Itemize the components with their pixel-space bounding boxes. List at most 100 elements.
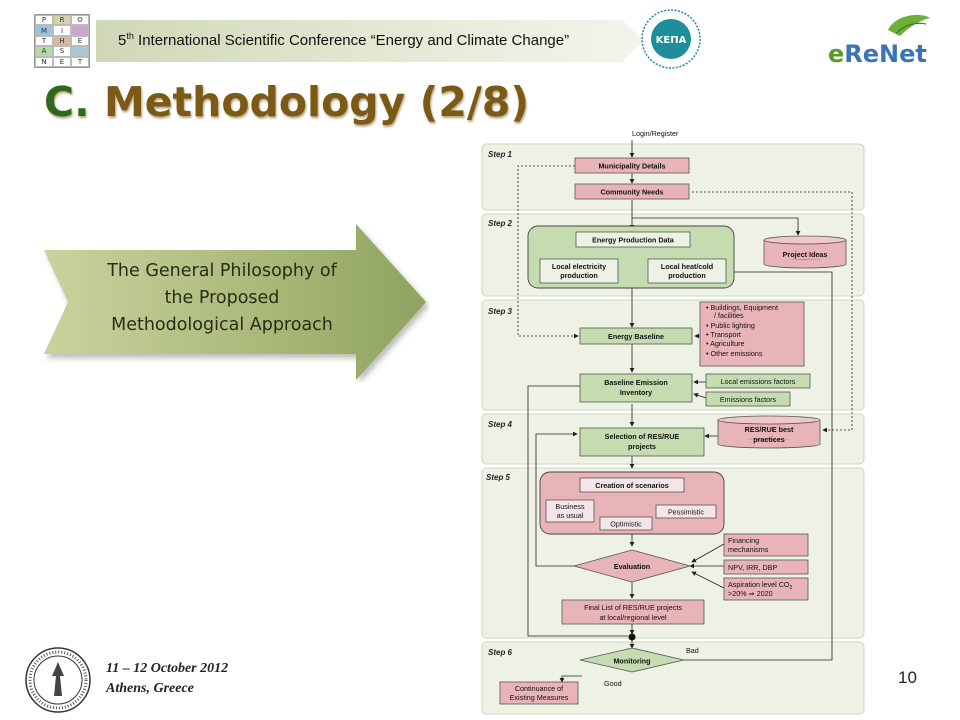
logo-cell: T <box>35 35 53 47</box>
municipality-details-box <box>574 157 690 174</box>
evaluation-label: Evaluation <box>614 562 650 571</box>
bullet-2: • Public lighting <box>706 321 755 330</box>
financing-box <box>723 533 809 557</box>
logo-cell: E <box>53 56 71 67</box>
community-needs-label: Community Needs <box>600 188 663 197</box>
continuance-label-1: Continuance of <box>515 684 563 693</box>
logo-cell: S <box>53 46 71 57</box>
aspiration-label-2: >20% ⇒ 2020 <box>728 589 773 598</box>
local-emissions-factors-label: Local emissions factors <box>721 377 796 386</box>
local-electricity-label-2: production <box>560 271 598 280</box>
bullet-5: • Other emissions <box>706 349 763 358</box>
logo-cell: A <box>35 46 53 57</box>
step1-panel <box>481 143 865 211</box>
local-heat-label-2: production <box>668 271 706 280</box>
logo-cell: I <box>53 25 71 36</box>
step5-label: Step 5 <box>486 473 511 482</box>
step4-label: Step 4 <box>488 420 513 429</box>
final-list-label-2: at local/regional level <box>599 613 667 622</box>
best-practices-label-1: RES/RUE best <box>745 425 794 434</box>
monitoring-diamond <box>579 647 685 673</box>
good-label: Good <box>604 679 622 688</box>
logo-cell: R <box>53 15 71 26</box>
continuance-label-2: Existing Measures <box>510 693 569 702</box>
methodology-flowchart: Login/Register Step 1 Step 2 Step 3 Step… <box>481 129 865 715</box>
local-electricity-box <box>539 258 619 284</box>
emissions-factors-box <box>705 391 791 407</box>
selection-label-1: Selection of RES/RUE <box>605 432 680 441</box>
logo-cell <box>71 46 89 57</box>
erenet-logo: eReNet <box>828 14 930 68</box>
final-list-label-1: Final List of RES/RUE projects <box>584 603 682 612</box>
slide-title: C. Methodology (2/8) <box>44 78 530 126</box>
financing-label-2: mechanisms <box>728 545 769 554</box>
philosophy-text: The General Philosophy of the Proposed M… <box>107 261 337 335</box>
bullet-3: • Transport <box>706 330 741 339</box>
logo-cell: P <box>35 15 53 26</box>
creation-scenarios-box <box>579 477 685 493</box>
continuance-box <box>499 681 579 705</box>
best-practices-label-2: practices <box>753 435 785 444</box>
bullet-1: • Buildings, Equipment <box>706 303 778 312</box>
login-register-label: Login/Register <box>632 129 679 138</box>
creation-scenarios-label: Creation of scenarios <box>595 481 669 490</box>
municipality-details-label: Municipality Details <box>598 162 665 171</box>
local-electricity-label-1: Local electricity <box>552 262 606 271</box>
step6-label: Step 6 <box>488 648 513 657</box>
community-needs-box <box>574 183 690 200</box>
logo-cell: T <box>71 56 89 67</box>
bei-label-1: Baseline Emission <box>604 378 668 387</box>
logo-cell <box>71 25 89 36</box>
bad-label: Bad <box>686 646 699 655</box>
conference-title: 5th International Scientific Conference … <box>118 31 570 49</box>
bau-label-2: as usual <box>557 511 584 520</box>
junction-dot <box>628 633 636 641</box>
evaluation-diamond <box>572 549 692 583</box>
university-seal <box>25 647 91 713</box>
local-heat-box <box>647 258 727 284</box>
kepa-logo: ΚΕΠΑ <box>641 9 701 69</box>
selection-label-2: projects <box>628 442 656 451</box>
npv-label: NPV, IRR, DBP <box>728 563 777 572</box>
energy-production-data-box <box>575 231 691 248</box>
final-list-box <box>561 599 705 625</box>
bullet-1b: / facilities <box>714 311 744 320</box>
logo-cell: N <box>35 56 53 67</box>
bullet-4: • Agriculture <box>706 339 744 348</box>
npv-box <box>723 559 809 575</box>
monitoring-label: Monitoring <box>613 657 650 666</box>
page-number: 10 <box>898 668 917 687</box>
bei-label-2: Inventory <box>620 388 652 397</box>
aspiration-box <box>723 577 809 601</box>
bau-label-1: Business <box>555 502 585 511</box>
kepa-label: ΚΕΠΑ <box>656 35 687 46</box>
selection-projects-box <box>579 427 705 457</box>
step2-label: Step 2 <box>488 219 513 228</box>
svg-text:eReNet: eReNet <box>828 40 927 68</box>
project-ideas-label: Project Ideas <box>783 250 828 259</box>
local-heat-label-1: Local heat/cold <box>661 262 713 271</box>
best-practices-cylinder <box>717 415 821 449</box>
logo-cell: E <box>71 35 89 47</box>
emission-sectors-box <box>699 301 805 367</box>
aspiration-label-1: Aspiration level CO2 <box>728 580 793 591</box>
conference-banner <box>96 20 644 62</box>
conference-place: Athens, Greece <box>106 681 194 696</box>
optimistic-label: Optimistic <box>610 520 642 529</box>
step3-label: Step 3 <box>488 307 513 316</box>
baseline-emission-inventory-box <box>579 373 693 403</box>
conference-date: 11 – 12 October 2012 <box>106 661 229 676</box>
logo-cell: O <box>71 15 89 26</box>
emissions-factors-label: Emissions factors <box>720 395 777 404</box>
energy-production-data-label: Energy Production Data <box>592 236 675 245</box>
pessimistic-label: Pessimistic <box>668 508 704 517</box>
project-ideas-cylinder <box>763 235 847 269</box>
optimistic-box <box>599 516 653 531</box>
pessimistic-box <box>655 504 717 519</box>
energy-baseline-box <box>579 327 693 345</box>
step1-label: Step 1 <box>488 150 513 159</box>
business-as-usual-box <box>545 499 595 523</box>
financing-label-1: Financing <box>728 536 759 545</box>
local-emissions-factors-box <box>705 373 811 389</box>
